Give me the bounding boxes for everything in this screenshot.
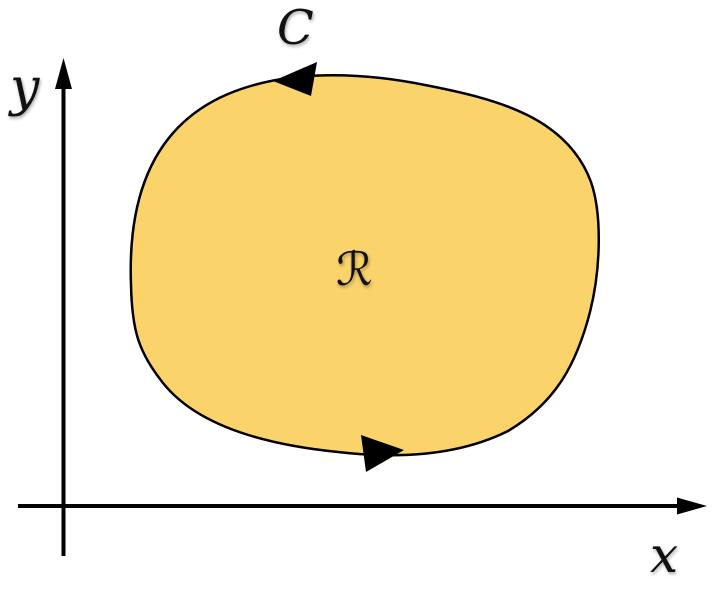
region-blob — [129, 73, 600, 457]
x-axis-label: x — [650, 526, 679, 584]
region-label: ℛ — [336, 242, 373, 296]
x-axis-arrowhead-icon — [677, 497, 707, 515]
y-axis-arrowhead-icon — [55, 58, 72, 89]
x-axis — [18, 497, 707, 515]
curve-label: C — [277, 0, 314, 56]
curve-direction-arrow-bottom — [361, 435, 404, 472]
y-axis — [55, 58, 72, 556]
curve-direction-arrow-top — [273, 62, 317, 96]
y-axis-label: y — [10, 58, 40, 118]
